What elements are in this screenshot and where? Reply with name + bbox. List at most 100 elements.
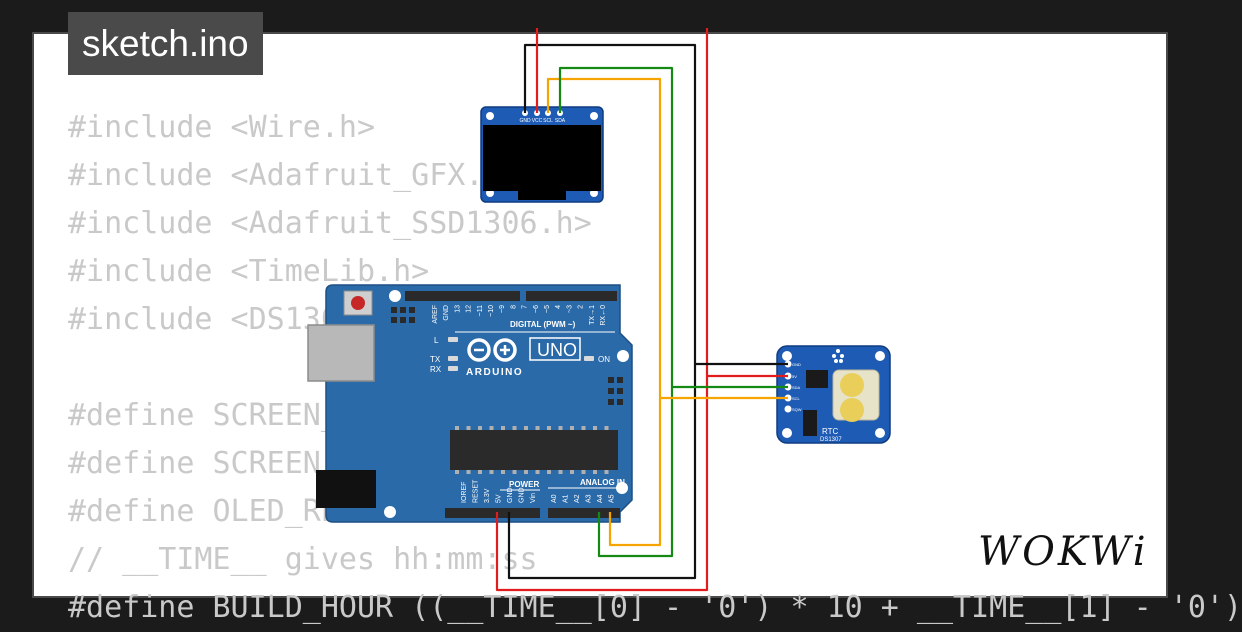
oled-screen	[483, 125, 601, 191]
led-indicators	[448, 337, 594, 371]
code-line: #include <Adafruit_GFX.h>	[68, 158, 520, 193]
uno-model-label: UNO	[537, 340, 577, 360]
led-label-rx: RX	[430, 365, 442, 374]
rtc-module[interactable]: GND 5V SDA SCL SQW RTC DS1307	[776, 345, 891, 444]
oled-display[interactable]: GND VCC SCL SDA	[480, 106, 604, 203]
oled-pin-label: SDA	[555, 118, 566, 124]
oled-ribbon	[518, 191, 566, 200]
chip-pin	[570, 426, 574, 430]
rtc-mount-hole	[782, 428, 792, 438]
code-line: #define BUILD_HOUR ((__TIME__[0] - '0') …	[68, 590, 1242, 625]
circuit-diagram: GND VCC SCL SDA AREF GND 13 12 ~11 ~10 ~9 8 7 ~6 ~…	[307, 28, 891, 592]
chip-pin	[489, 426, 494, 430]
chip-pin	[512, 426, 517, 430]
analog-label: ANALOG IN	[580, 478, 625, 487]
arduino-mount-hole	[384, 506, 396, 518]
chip-pins	[455, 426, 609, 474]
pin-label: ~6	[533, 305, 540, 313]
reset-button-cap[interactable]	[351, 296, 365, 310]
wire-gnd-oled[interactable]	[507, 43, 697, 580]
rtc-chip	[806, 370, 828, 388]
chip-pin	[593, 470, 597, 474]
pin-label: IOREF	[461, 482, 468, 503]
pin-label: ~9	[499, 305, 506, 313]
pin-label: AREF	[432, 305, 439, 324]
wire-5v-main[interactable]	[495, 28, 709, 592]
on-label: ON	[598, 355, 610, 364]
pin-label: ~10	[488, 305, 495, 317]
code-line: // __TIME__ gives hh:mm:ss	[68, 542, 538, 577]
adafruit-flower-icon	[832, 349, 844, 363]
oled-mount-hole	[590, 112, 598, 120]
chip-pin	[535, 470, 540, 474]
digital-header-left[interactable]	[405, 291, 520, 301]
pin-label: A4	[597, 494, 604, 503]
pin-label: 8	[510, 305, 517, 309]
chip-pin	[535, 426, 540, 430]
chip-pin	[524, 470, 528, 474]
chip-pin	[455, 470, 459, 474]
pin-label: A3	[586, 494, 593, 503]
pin-label: GND	[507, 487, 514, 503]
pin-label: A2	[574, 494, 581, 503]
rtc-label: RTC	[822, 427, 839, 436]
wire-sda-oled[interactable]	[558, 66, 674, 558]
pin-label: 3.3V	[484, 488, 491, 503]
code-line: #include <Adafruit_SSD1306.h>	[68, 206, 592, 241]
arduino-mount-hole	[389, 290, 401, 302]
oled-pin-label: GND	[519, 118, 531, 124]
pin-label: 12	[466, 305, 473, 313]
rtc-pin-sqw[interactable]	[784, 405, 792, 413]
file-tab[interactable]: sketch.ino	[68, 12, 263, 75]
chip-pin	[512, 470, 517, 474]
digital-header-right[interactable]	[526, 291, 617, 301]
pin-label: 5V	[496, 494, 503, 503]
rtc-pin-label: 5V	[792, 374, 797, 379]
oled-mount-hole	[486, 112, 494, 120]
rtc-mount-hole	[875, 351, 885, 361]
chip-pin	[501, 470, 505, 474]
analog-header[interactable]	[548, 508, 620, 518]
chip-pin	[604, 470, 609, 474]
pin-label: 13	[454, 305, 461, 313]
code-line: #include <Wire.h>	[68, 110, 376, 145]
pin-label: ~3	[566, 305, 573, 313]
power-header[interactable]	[445, 508, 540, 518]
pin-label: ~5	[544, 305, 551, 313]
chip-pin	[478, 426, 482, 430]
chip-pin	[547, 470, 551, 474]
pin-label: GND	[443, 305, 450, 321]
code-line: #include <TimeLib.h>	[68, 254, 430, 289]
chip-pin	[455, 426, 459, 430]
chip-pin	[593, 426, 597, 430]
pin-label: TX→1	[589, 305, 596, 325]
led-label-tx: TX	[430, 355, 441, 364]
rtc-pin-label: SCL	[792, 396, 801, 401]
chip-pin	[558, 426, 563, 430]
usb-connector	[307, 324, 375, 382]
pin-label: 4	[555, 305, 562, 309]
chip-pin	[558, 470, 563, 474]
arduino-infinity-logo	[467, 338, 517, 362]
code-editor: #include <Wire.h> #include <Adafruit_GFX.…	[68, 104, 1242, 632]
pin-label: A0	[551, 494, 558, 503]
chip-pin	[466, 470, 471, 474]
pin-label: ~11	[477, 305, 484, 316]
chip-pin	[466, 426, 471, 430]
rtc-pin-label: SDA	[792, 385, 801, 390]
uno-badge	[529, 337, 581, 361]
pin-label: A5	[609, 494, 616, 503]
rtc-battery-contact	[840, 398, 864, 422]
pin-label: RESET	[473, 479, 480, 503]
arduino-mount-hole	[617, 350, 629, 362]
chip-pin	[547, 426, 551, 430]
wire-scl-oled[interactable]	[546, 77, 662, 547]
pin-label: 2	[578, 305, 585, 309]
chip-pin	[501, 426, 505, 430]
pin-label: 7	[522, 305, 529, 309]
chip-pin	[524, 426, 528, 430]
